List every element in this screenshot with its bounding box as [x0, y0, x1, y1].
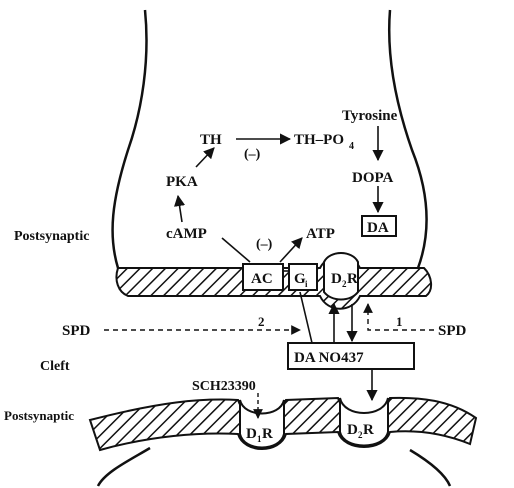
label-th-po4: TH–PO: [294, 132, 344, 148]
label-d1r-r: R: [262, 426, 273, 442]
side-label-postsynaptic-bottom: Postsynaptic: [4, 408, 74, 423]
label-dopa: DOPA: [352, 170, 394, 186]
label-d1r: D: [246, 426, 257, 442]
label-spd-right: SPD: [438, 323, 467, 339]
label-th: TH: [200, 132, 222, 148]
label-sch23390: SCH23390: [192, 379, 256, 394]
label-inhibit-ac: (–): [256, 237, 273, 252]
arrow-pka-th: [196, 148, 214, 167]
label-d2r-pre-r: R: [347, 271, 358, 287]
label-camp: cAMP: [166, 226, 207, 242]
label-pka: PKA: [166, 174, 198, 190]
label-atp: ATP: [306, 226, 335, 242]
side-label-postsynaptic-top: Postsynaptic: [14, 229, 89, 244]
label-da: DA: [367, 220, 389, 236]
arrow-camp-pka: [178, 196, 182, 222]
line-dano437-gi: [300, 292, 312, 343]
postsynaptic-lower-outline: [98, 448, 150, 486]
label-d2r-post: D: [347, 422, 358, 438]
label-ac: AC: [251, 271, 273, 287]
presynaptic-terminal-outline: [113, 10, 147, 268]
label-inhibit-th: (–): [244, 147, 261, 162]
postsynaptic-lower-outline-right: [410, 450, 450, 486]
side-label-cleft: Cleft: [40, 359, 70, 374]
label-spd-left: SPD: [62, 323, 91, 339]
label-th-po4-sub: 4: [349, 141, 354, 152]
label-d2r-post-r: R: [363, 422, 374, 438]
label-da-no437: DA NO437: [294, 350, 364, 366]
label-path-2: 2: [258, 314, 265, 329]
label-path-1: 1: [396, 314, 403, 329]
label-tyrosine: Tyrosine: [342, 108, 398, 124]
label-d2r-pre: D: [331, 271, 342, 287]
line-ac-camp: [222, 238, 250, 262]
arrow-ac-atp: [280, 238, 302, 262]
